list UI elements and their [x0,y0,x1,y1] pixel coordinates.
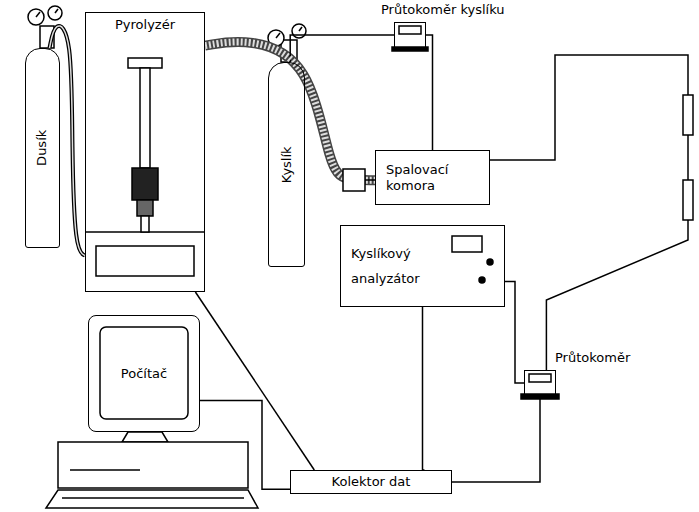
gauge-needle [36,12,40,17]
combustion-chamber: Spalovací komora [375,150,490,205]
sample-holder [137,200,153,216]
analyzer-knob [487,259,493,265]
device-label: Průtokoměr [555,350,630,366]
device-label: Průtokoměr kyslíku [381,2,505,18]
analyzer-display [452,236,482,252]
coupling-pipe [365,179,375,181]
control-panel [96,246,194,276]
data-collector: Kolektor dat [290,470,452,494]
pressure-gauge [28,9,44,25]
keyboard [46,490,258,508]
heating-chamber [132,168,158,200]
signal-line [290,35,394,62]
hose-coupling [343,169,365,191]
gas-cylinder: Dusík [25,48,60,248]
signal-line [426,35,433,150]
signal-line [195,292,314,470]
node-label: Spalovací komora [386,162,479,193]
filter-tube [683,180,693,220]
drive-slot [70,469,140,471]
signal-line [423,307,425,470]
gauge-needle [55,9,58,13]
monitor-screen [100,327,188,419]
flowmeter: Průtokoměr kyslíku [394,22,426,48]
signal-line [200,400,290,489]
flowmeter-display [399,26,421,34]
tube-clamp [128,58,162,68]
signal-line [490,55,688,370]
gauge-needle [299,27,302,31]
signal-line [452,396,540,482]
tube-stand [141,216,149,232]
node-label: Počítač [121,366,167,382]
gas-hose [50,26,86,256]
node-label: Kyslíkový analyzátor [351,241,446,291]
oxygen-analyzer: Kyslíkový analyzátor [340,225,505,307]
key-row [62,497,244,499]
hose-core [50,26,86,256]
analyzer-knob [479,277,485,283]
flowmeter-display [529,374,551,382]
pyrolysis-tube [140,68,150,168]
node-label: Dusík [35,130,51,166]
flowmeter: Průtokoměr [524,370,556,396]
pressure-gauge [48,6,62,20]
node-label: Pyrolyzér [115,17,175,33]
pyrolyzer-unit: Pyrolyzér [85,12,205,292]
monitor-stand [122,432,168,442]
computer-monitor: Počítač [88,315,200,432]
node-label: Kyslík [279,146,295,183]
node-label: Kolektor dat [332,474,411,490]
signal-line [505,282,524,383]
filter-tube [683,95,693,135]
gauge-needle [276,33,280,38]
gas-cylinder: Kyslík [268,62,305,267]
pressure-gauge [292,24,306,38]
system-unit [58,442,248,488]
